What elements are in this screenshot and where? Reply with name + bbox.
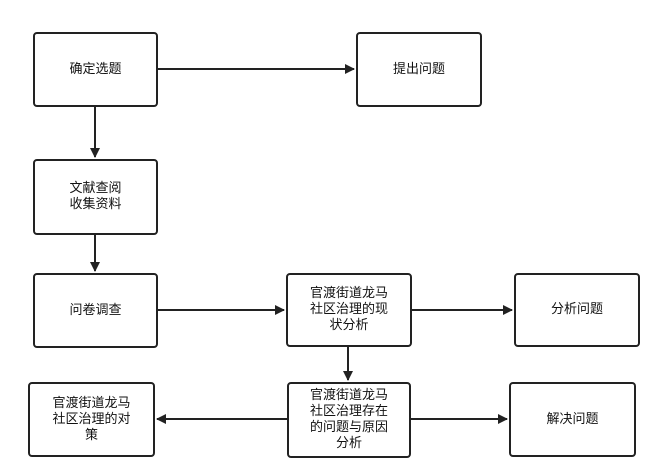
node-countermeasures-label: 官渡街道龙马 社区治理的对 策 xyxy=(52,395,131,443)
node-solve-problem-label: 解决问题 xyxy=(546,411,599,427)
node-literature-review: 文献查阅 收集资料 xyxy=(33,159,158,235)
node-survey: 问卷调查 xyxy=(33,273,158,348)
node-problems-causes-label: 官渡街道龙马 社区治理存在 的问题与原因 分析 xyxy=(309,388,388,451)
node-analyze-problem-label: 分析问题 xyxy=(550,302,603,317)
node-solve-problem: 解决问题 xyxy=(509,382,636,457)
node-countermeasures: 官渡街道龙马 社区治理的对 策 xyxy=(28,382,155,457)
node-current-status: 官渡街道龙马 社区治理的现 状分析 xyxy=(286,273,412,347)
node-survey-label: 问卷调查 xyxy=(69,302,122,318)
node-analyze-problem: 分析问题 xyxy=(514,273,640,347)
node-current-status-label: 官渡街道龙马 社区治理的现 状分析 xyxy=(309,286,388,333)
node-raise-question: 提出问题 xyxy=(356,32,482,107)
node-problems-causes: 官渡街道龙马 社区治理存在 的问题与原因 分析 xyxy=(287,382,411,458)
node-literature-review-label: 文献查阅 收集资料 xyxy=(69,181,122,212)
node-raise-question-label: 提出问题 xyxy=(392,61,445,77)
node-select-topic: 确定选题 xyxy=(33,32,158,107)
node-select-topic-label: 确定选题 xyxy=(69,61,122,77)
